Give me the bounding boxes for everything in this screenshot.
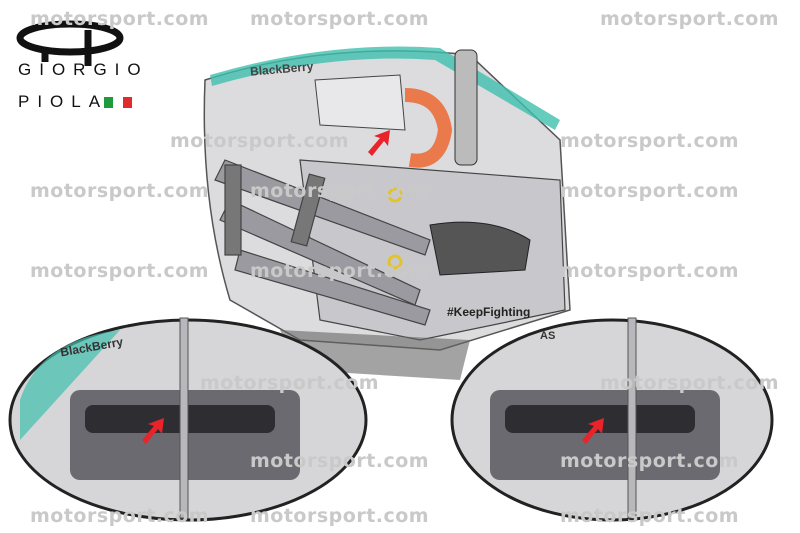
arrow-icon (142, 418, 164, 444)
arrow-icon (582, 418, 604, 444)
teal-stripe (210, 46, 560, 130)
inset-left (8, 317, 368, 522)
hashtag-text: #KeepFighting (447, 305, 531, 319)
inset-text: AS (540, 330, 556, 342)
mount-ring (387, 187, 403, 203)
camera-mount (454, 49, 478, 166)
s-duct-inlet (314, 74, 406, 131)
italian-flag-icon (104, 97, 132, 108)
arrow-icon (368, 130, 390, 156)
inset-right (450, 317, 774, 522)
suspension (214, 159, 431, 326)
red-arrows (142, 130, 604, 444)
turning-vane (429, 221, 531, 276)
number-decal (404, 88, 453, 168)
logo-line2: PIOLA (18, 92, 109, 111)
giorgio-piola-logo-mark (16, 20, 124, 66)
mount-ring (387, 254, 403, 270)
logo-line1: GIORGIO (18, 60, 149, 79)
